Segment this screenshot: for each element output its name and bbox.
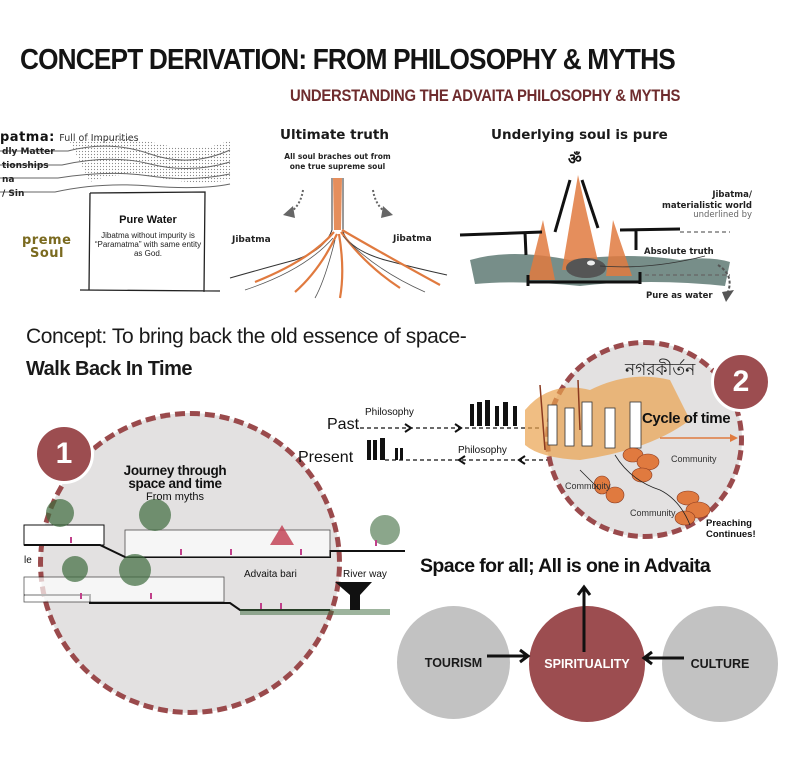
edge-label: le [24,555,32,566]
jibatma-materialistic-label: Jibatma/ materialistic world [662,190,752,212]
jibatma-line1: Jibatma/ [712,190,752,200]
present-arrow-label: Philosophy [458,445,507,456]
preaching-line1: Preaching [706,518,752,529]
tourism-label: TOURISM [424,655,483,670]
pure-water-text: Jibatma without impurity is “Paramatma” … [94,231,202,258]
supreme-soul-line2: Soul [30,246,65,261]
silhouettes [367,400,517,460]
layer-label: tionships [2,161,49,171]
synthesis-heading: Space for all; All is one in Advaita [420,555,711,577]
page-subtitle: UNDERSTANDING THE ADVAITA PHILOSOPHY & M… [290,87,681,105]
jibatma-right-label: Jibatma [393,234,432,244]
ultimate-truth-caption: All soul braches out from one true supre… [225,152,450,172]
caption-line1: All soul braches out from [284,152,391,161]
synthesis-arrows [487,584,684,666]
concept-tagline: Walk Back In Time [26,358,193,380]
present-label: Present [298,449,354,466]
impurities-heading: patma: Full of Impurities [0,128,139,146]
community-label: Community [671,454,717,464]
preaching-continues-label: Preaching Continues! [706,518,756,540]
temple-water-drawing [459,175,734,302]
cycle-of-time-label: Cycle of time [642,410,731,427]
section-drawing [23,499,405,615]
caption-line2: one true supreme soul [289,162,386,171]
supreme-soul-line1: preme [22,233,72,248]
impurities-heading-bold: patma: [0,130,55,145]
journey-circle-ring [38,411,342,715]
root-tree-drawing [229,178,448,299]
jibatma-left-label: Jibatma [232,235,271,245]
pure-as-water-label: Pure as water [646,291,713,301]
tourism-node: TOURISM [397,606,510,719]
absolute-truth-label: Absolute truth [644,247,714,257]
panel-impurities: patma: Full of Impurities dly Matter tio… [0,120,231,300]
ultimate-truth-title: Ultimate truth [280,127,389,143]
procession-drawing [525,376,738,526]
river-way-label: River way [343,569,387,580]
jibatma-line2: materialistic world [662,201,753,211]
past-arrow-label: Philosophy [365,407,414,418]
advaita-bari-label: Advaita bari [244,569,297,580]
panel-soul-pure: Underlying soul is pure ॐ Jibatma/ mater… [450,120,800,310]
soul-pure-title: Underlying soul is pure [491,127,668,143]
preaching-line2: Continues! [706,529,756,540]
page-title: CONCEPT DERIVATION: FROM PHILOSOPHY & MY… [20,44,676,76]
journey-title-line2: space and time [128,476,222,491]
impurity-layers-drawing [0,138,231,293]
layer-label: na [2,175,15,185]
om-icon: ॐ [568,151,582,168]
nagarkirtan-label: নগরকীর্তন [625,360,696,379]
community-label: Community [630,508,676,518]
layer-label: / Sin [2,189,25,199]
supreme-soul-label: preme Soul [22,234,71,260]
step-badge-2: 2 [711,352,771,412]
community-label: Community [565,481,611,491]
journey-subtitle: From myths [145,491,205,503]
journey-title-line1: Journey through [123,463,227,478]
past-label: Past [327,416,360,433]
step-badge-1: 1 [34,424,94,484]
concept-statement: Concept: To bring back the old essence o… [26,325,467,348]
underlined-by-label: underlined by [693,210,752,220]
panel-ultimate-truth: Ultimate truth All soul braches out from… [225,120,450,300]
impurities-heading-rest: Full of Impurities [59,133,139,144]
culture-label: CULTURE [690,657,750,671]
spirituality-node: SPIRITUALITY [529,606,645,722]
pure-water-box: Pure Water Jibatma without impurity is “… [92,214,204,258]
layer-label: dly Matter [2,147,55,157]
journey-heading: Journey through space and time From myth… [110,464,240,504]
pure-water-title: Pure Water [119,214,177,226]
spirituality-label: SPIRITUALITY [544,657,630,671]
culture-node: CULTURE [662,606,778,722]
